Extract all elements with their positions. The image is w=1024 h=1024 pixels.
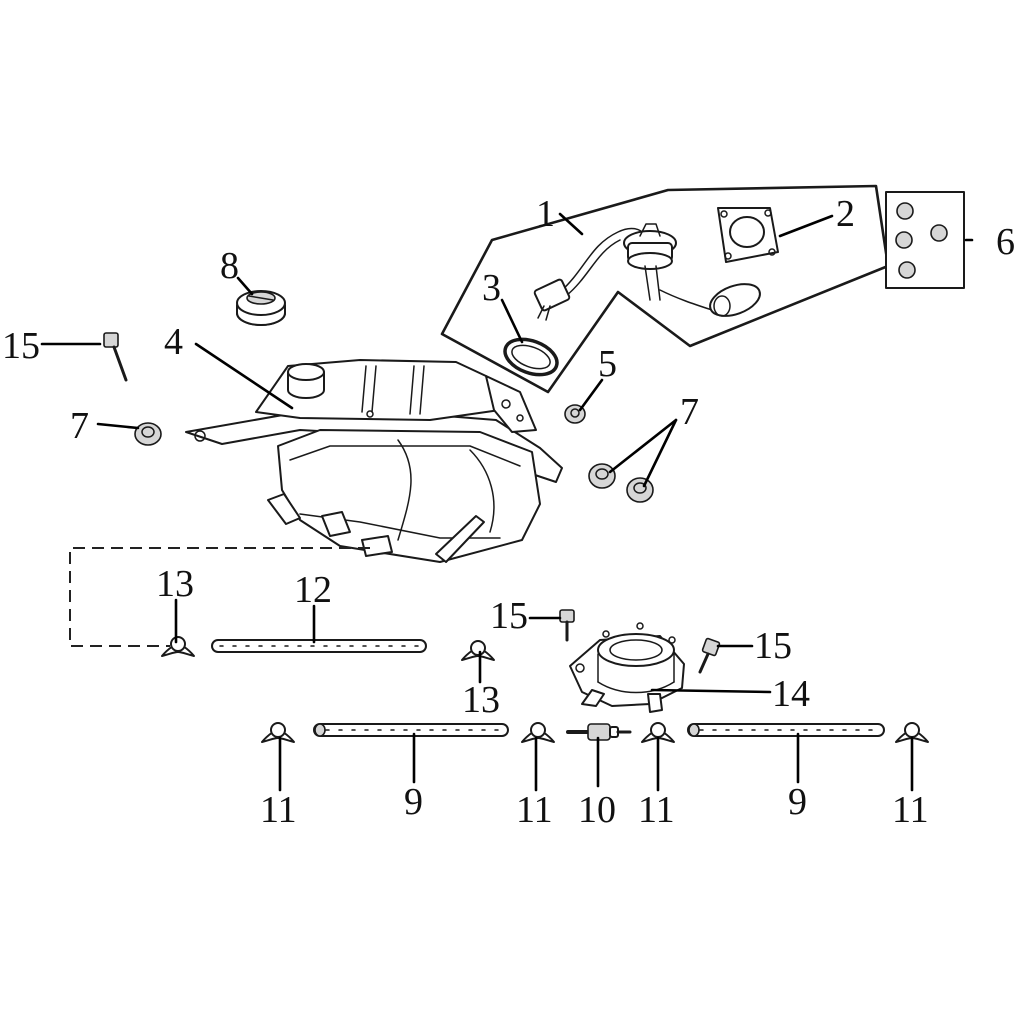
dashed-reference-line: [69, 547, 370, 647]
hose-clip-11-2: [521, 722, 555, 743]
fuel-hose-12: [211, 639, 427, 653]
hose-clip-13-left: [161, 636, 195, 657]
leader-3: [500, 298, 524, 344]
callout-3: 3: [482, 267, 501, 309]
bolt-right: [698, 637, 721, 674]
fuel-filler-cap: [236, 290, 286, 326]
callout-5: 5: [598, 343, 617, 385]
leader-7-left: [96, 422, 140, 430]
leader-7-right-b: [642, 418, 678, 488]
bolt-middle: [559, 609, 575, 642]
fuel-hose-9-right: [687, 723, 885, 737]
nut-set: [895, 202, 948, 279]
callout-10: 10: [578, 789, 616, 831]
callout-9-right: 9: [788, 781, 807, 823]
callout-11-1: 11: [260, 789, 297, 831]
fuel-sender-wire: [559, 227, 646, 293]
leader-4: [194, 342, 294, 410]
leader-14: [650, 688, 772, 694]
grommet-left: [134, 422, 162, 446]
fuel-pump-connector: [533, 278, 571, 321]
callout-9-left: 9: [404, 781, 423, 823]
callout-13-right: 13: [462, 679, 500, 721]
callout-1: 1: [536, 193, 555, 235]
callout-11-4: 11: [892, 789, 929, 831]
o-ring-seal: [503, 337, 559, 377]
callout-15-top-left: 15: [2, 325, 40, 367]
grommet-right-2: [626, 477, 654, 503]
fuel-pump-assembly-outline: [440, 184, 890, 394]
callout-15-middle: 15: [490, 595, 528, 637]
bolt-top-left: [103, 332, 128, 382]
leader-7-right-a: [608, 418, 678, 474]
callout-2: 2: [836, 193, 855, 235]
callout-15-right: 15: [754, 625, 792, 667]
callout-11-2: 11: [516, 789, 553, 831]
callout-12: 12: [294, 569, 332, 611]
callout-8: 8: [220, 245, 239, 287]
vacuum-fuel-pump: [569, 622, 685, 713]
leader-2: [778, 214, 834, 238]
hose-clip-11-4: [895, 722, 929, 743]
fuel-filter-10: [566, 723, 632, 741]
fuel-hose-9-left: [313, 723, 509, 737]
pump-gasket-plate: [717, 207, 779, 263]
callout-13-left: 13: [156, 563, 194, 605]
fuel-tank: [185, 359, 563, 563]
leader-8: [236, 276, 254, 296]
hose-clip-13-right: [461, 640, 495, 661]
callout-7-left: 7: [70, 405, 89, 447]
leader-1: [558, 212, 584, 236]
callout-4: 4: [164, 321, 183, 363]
grommet-right-1: [588, 463, 616, 489]
callout-6: 6: [996, 221, 1015, 263]
fuel-pump-head: [623, 223, 677, 301]
fuel-sender-wire-2: [565, 239, 621, 297]
callout-7-right: 7: [680, 391, 699, 433]
fuel-float: [709, 283, 761, 317]
hose-clip-11-1: [261, 722, 295, 743]
callout-11-3: 11: [638, 789, 675, 831]
callout-14: 14: [772, 673, 810, 715]
leader-5: [578, 378, 604, 412]
